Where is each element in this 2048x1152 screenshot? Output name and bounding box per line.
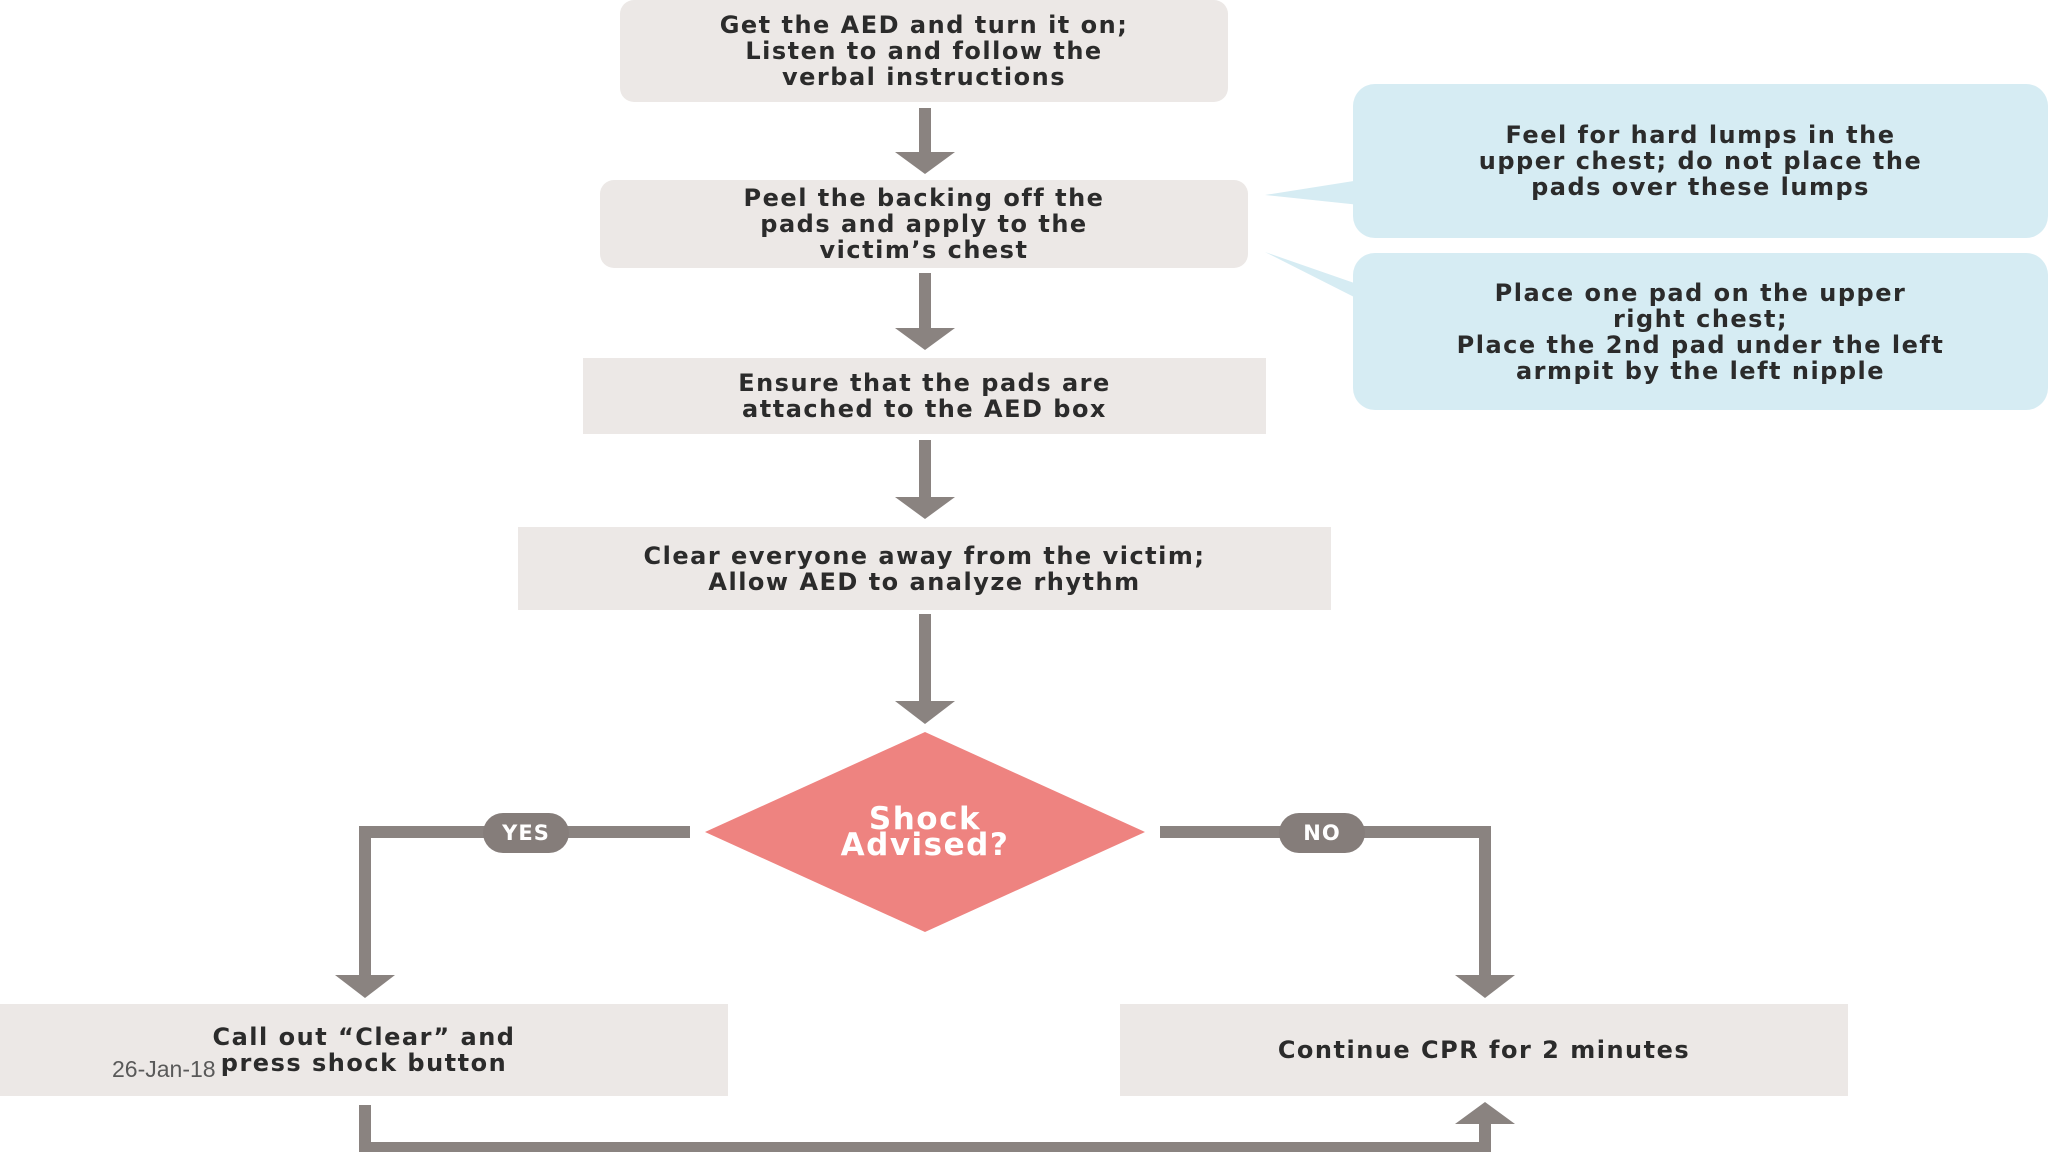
arrow-peel-to-ensure <box>895 273 955 350</box>
tip-lumps-pointer <box>1265 180 1360 205</box>
yes-branch-arrowhead <box>335 975 395 998</box>
tip-placement: Place one pad on the upper right chest; … <box>1353 253 2048 410</box>
step-continue-cpr: Continue CPR for 2 minutes <box>1120 1004 1848 1096</box>
slide-date: 26-Jan-18 <box>112 1056 216 1082</box>
step-peel-pads: Peel the backing off the pads and apply … <box>600 180 1248 268</box>
no-branch-line <box>1160 826 1491 978</box>
step-shock: Call out “Clear” and press shock button <box>0 1004 728 1096</box>
step-ensure-attached: Ensure that the pads are attached to the… <box>583 358 1266 434</box>
loop-back-arrowhead <box>1455 1102 1515 1124</box>
yes-badge: YES <box>483 813 569 853</box>
arrow-clear-to-decision <box>895 614 955 724</box>
arrow-ensure-to-clear <box>895 440 955 519</box>
no-badge: NO <box>1279 813 1365 853</box>
step-clear-analyze: Clear everyone away from the victim; All… <box>518 527 1331 610</box>
tip-lumps: Feel for hard lumps in the upper chest; … <box>1353 84 2048 238</box>
arrow-get-to-peel <box>895 108 955 174</box>
tip-placement-pointer <box>1265 252 1360 300</box>
loop-back-line <box>359 1105 1491 1152</box>
step-get-aed: Get the AED and turn it on; Listen to an… <box>620 0 1228 102</box>
decision-diamond <box>705 732 1145 932</box>
decision-label: Shock Advised? <box>840 801 1010 863</box>
yes-branch-line <box>359 826 690 978</box>
no-branch-arrowhead <box>1455 975 1515 998</box>
